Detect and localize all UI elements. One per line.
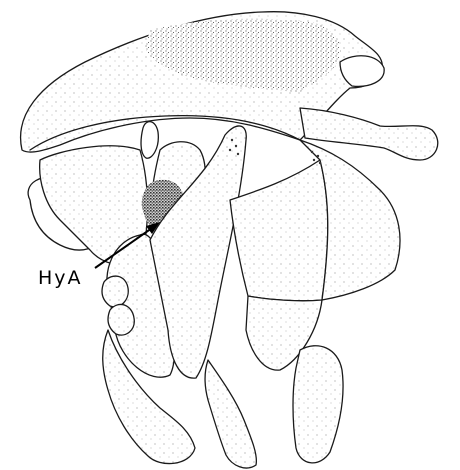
slit-left (141, 122, 158, 159)
hya-label: HyA (38, 267, 83, 289)
lower-leg-mid (205, 360, 256, 468)
leg-segment-3 (230, 160, 328, 301)
rostrum-tip (340, 56, 384, 87)
small-segment-a (102, 276, 128, 307)
small-segment-b (108, 304, 134, 335)
lower-leg-right (293, 346, 343, 463)
